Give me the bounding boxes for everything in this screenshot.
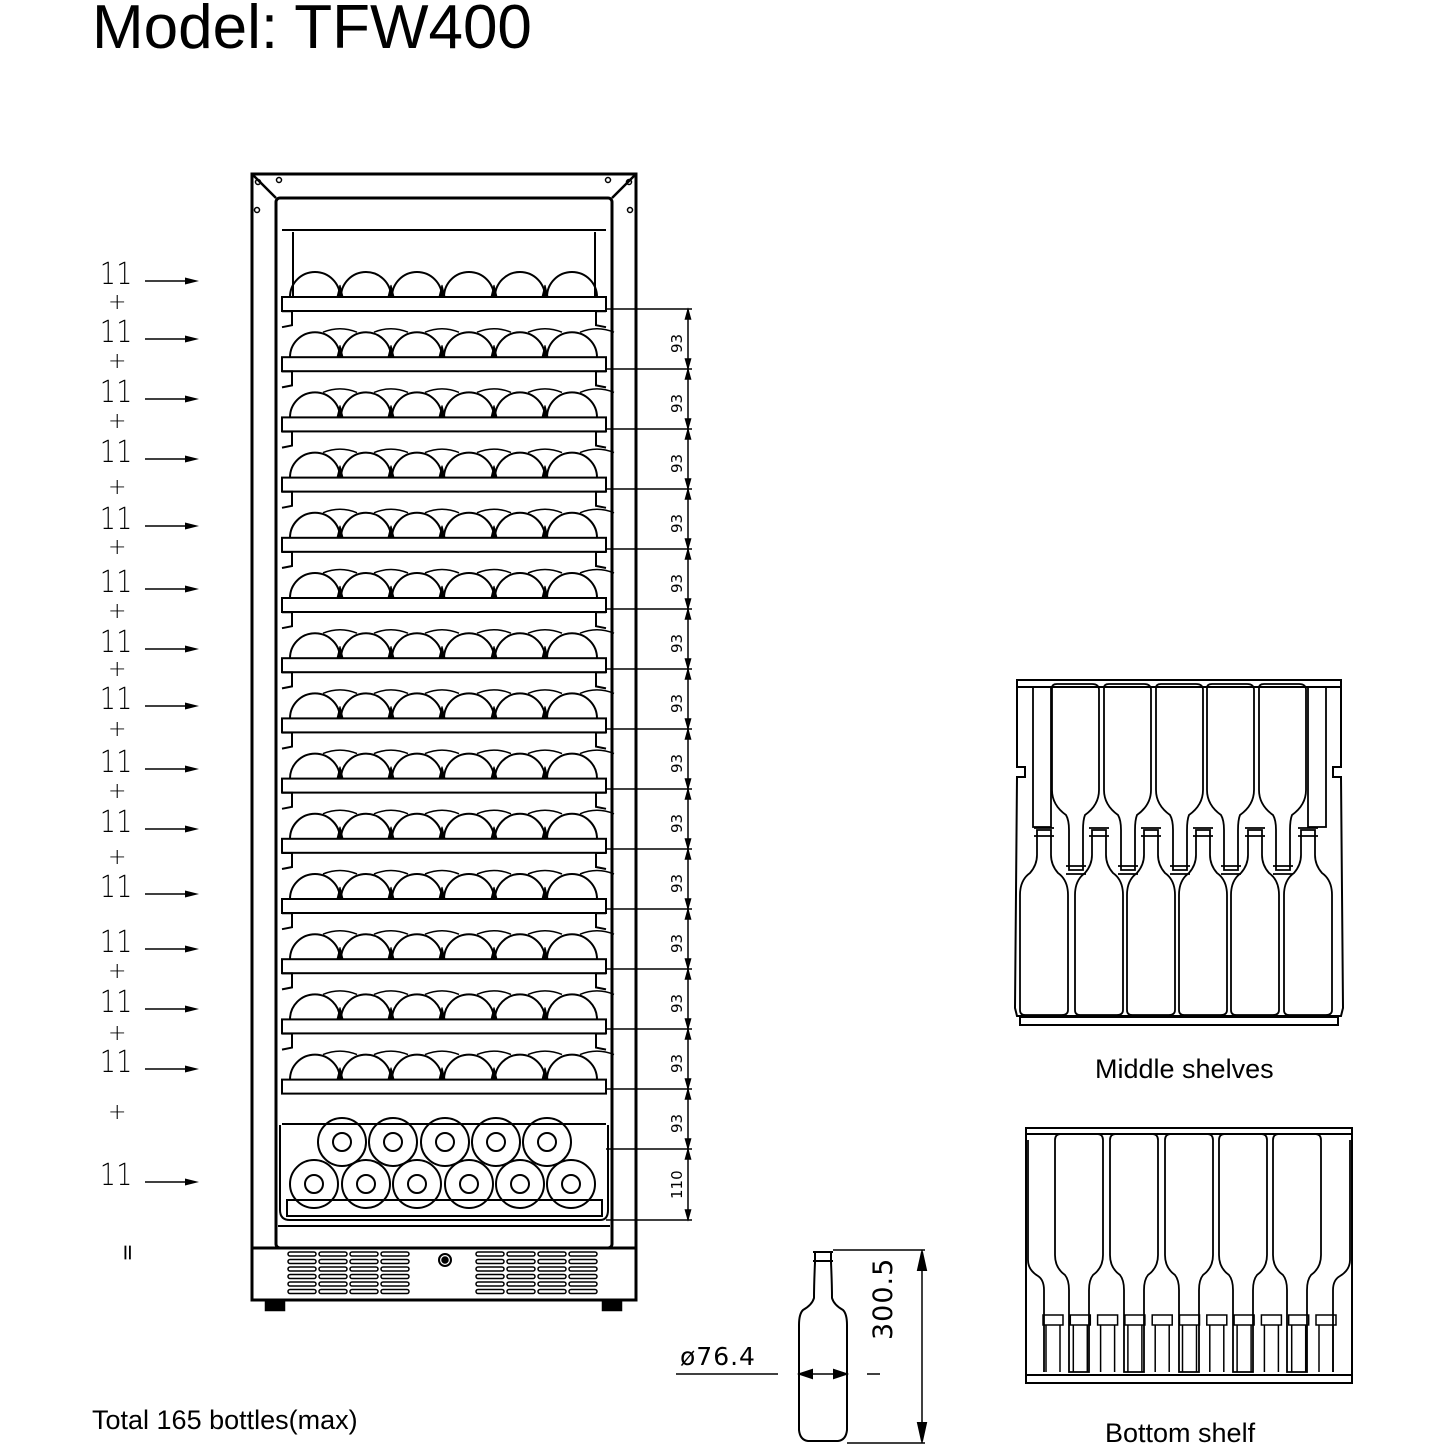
plus-sign: + bbox=[108, 657, 127, 682]
shelf-spacing-dimension: 93 bbox=[668, 633, 686, 653]
shelf-count-label: 11 bbox=[100, 925, 133, 960]
shelf-count-label: 11 bbox=[100, 625, 133, 660]
plus-sign: + bbox=[108, 779, 127, 804]
shelf-spacing-dimension: 93 bbox=[668, 873, 686, 893]
plus-sign: + bbox=[108, 1100, 127, 1125]
shelf-spacing-dimension: 93 bbox=[668, 573, 686, 593]
shelf-spacing-dimension: 93 bbox=[668, 813, 686, 833]
shelf-spacing-dimension: 93 bbox=[668, 1113, 686, 1133]
shelf-count-label: 11 bbox=[100, 435, 133, 470]
shelf-spacing-dimension: 93 bbox=[668, 933, 686, 953]
page-title: Model: TFW400 bbox=[92, 0, 532, 62]
total-capacity-label: Total 165 bottles(max) bbox=[92, 1405, 358, 1435]
shelf-spacing-dimension: 93 bbox=[668, 513, 686, 533]
shelf-count-label: 11 bbox=[100, 745, 133, 780]
shelf-count-label: 11 bbox=[100, 315, 133, 350]
plus-sign: + bbox=[108, 717, 127, 742]
arrow-right-icon bbox=[145, 761, 201, 779]
shelf-spacing-dimension: 93 bbox=[668, 693, 686, 713]
arrow-right-icon bbox=[145, 331, 201, 349]
arrow-right-icon bbox=[145, 1001, 201, 1019]
arrow-right-icon bbox=[145, 698, 201, 716]
shelf-count-label: 11 bbox=[100, 1158, 133, 1193]
bottle-height-label: 300.5 bbox=[868, 1257, 899, 1340]
plus-sign: + bbox=[108, 535, 127, 560]
shelf-count-label: 11 bbox=[100, 375, 133, 410]
shelf-spacing-dimension: 93 bbox=[668, 333, 686, 353]
plus-sign: + bbox=[108, 475, 127, 500]
arrow-right-icon bbox=[145, 886, 201, 904]
shelf-spacing-dimension: 93 bbox=[668, 453, 686, 473]
shelf-spacing-dimension: 93 bbox=[668, 993, 686, 1013]
arrow-right-icon bbox=[145, 641, 201, 659]
plus-sign: + bbox=[108, 959, 127, 984]
arrow-right-icon bbox=[145, 273, 201, 291]
plus-sign: + bbox=[108, 599, 127, 624]
shelf-spacing-dimension: 93 bbox=[668, 753, 686, 773]
bottle-dimension-drawing bbox=[676, 1249, 928, 1444]
shelf-count-label: 11 bbox=[100, 870, 133, 905]
shelf-count-label: 11 bbox=[100, 502, 133, 537]
shelf-count-label: 11 bbox=[100, 1045, 133, 1080]
arrow-right-icon bbox=[145, 941, 201, 959]
arrow-right-icon bbox=[145, 518, 201, 536]
bottom-shelf-caption: Bottom shelf bbox=[1105, 1418, 1256, 1448]
plus-sign: + bbox=[108, 845, 127, 870]
bottom-shelf-drawing bbox=[1025, 1127, 1353, 1384]
plus-sign: + bbox=[108, 409, 127, 434]
shelf-count-label: 11 bbox=[100, 805, 133, 840]
middle-shelves-drawing bbox=[1013, 679, 1345, 1026]
middle-shelves-caption: Middle shelves bbox=[1095, 1054, 1274, 1084]
bottle-diameter-label: ø76.4 bbox=[680, 1342, 756, 1371]
arrow-right-icon bbox=[145, 1174, 201, 1192]
shelf-count-label: 11 bbox=[100, 565, 133, 600]
arrow-right-icon bbox=[145, 1061, 201, 1079]
shelf-count-label: 11 bbox=[100, 985, 133, 1020]
plus-sign: + bbox=[108, 290, 127, 315]
arrow-right-icon bbox=[145, 451, 201, 469]
arrow-right-icon bbox=[145, 581, 201, 599]
shelf-count-label: 11 bbox=[100, 257, 133, 292]
arrow-right-icon bbox=[145, 391, 201, 409]
shelf-count-label: 11 bbox=[100, 682, 133, 717]
plus-sign: + bbox=[108, 1021, 127, 1046]
shelf-spacing-dimension: 93 bbox=[668, 393, 686, 413]
shelf-spacing-dimension: 110 bbox=[668, 1169, 686, 1199]
plus-sign: + bbox=[108, 349, 127, 374]
shelf-spacing-dimension: 93 bbox=[668, 1053, 686, 1073]
arrow-right-icon bbox=[145, 821, 201, 839]
